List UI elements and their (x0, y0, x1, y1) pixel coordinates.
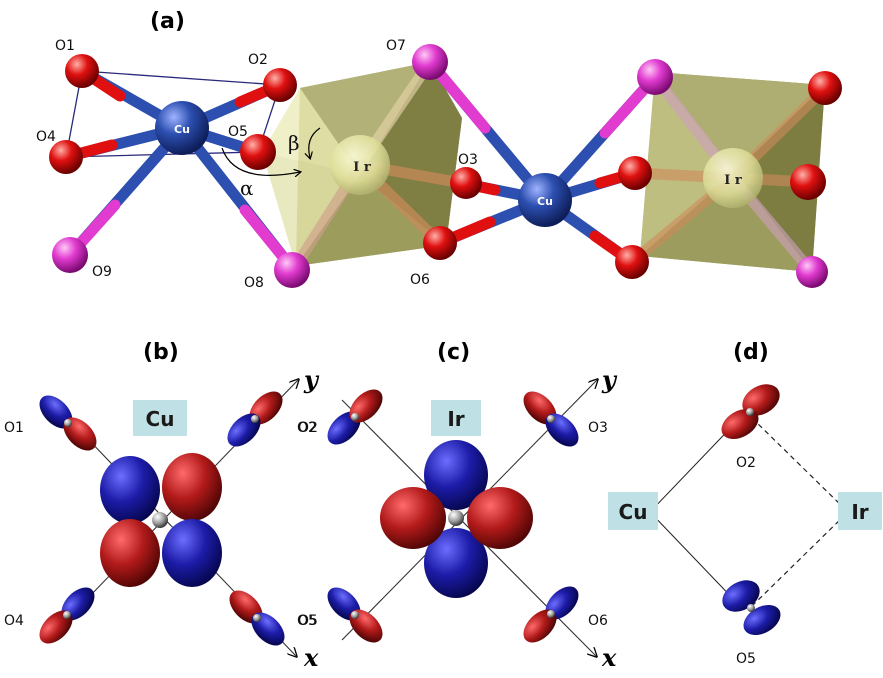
o2-orbital-d (721, 384, 780, 440)
ir-label-box (431, 400, 481, 436)
panel-d-title: (d) (733, 340, 769, 365)
label-o6-c: O6 (588, 613, 608, 629)
cu-center-atom (152, 512, 168, 528)
ir-label-c: Ir (447, 407, 464, 431)
ligand-o2-b (227, 391, 283, 447)
label-o3-c: O3 (588, 420, 608, 436)
cu-label-box (133, 400, 187, 436)
atom-o5 (240, 134, 276, 170)
label-o2-d: O2 (736, 455, 756, 471)
x-axis-label-c: x (601, 643, 617, 672)
beta-label: β (288, 131, 300, 155)
bond-ir-o2-dashed (751, 417, 849, 513)
atom-o3 (450, 167, 482, 199)
cu-label-d: Cu (619, 500, 648, 524)
atom-ir1 (330, 135, 390, 195)
atom-apical-right-top (637, 59, 673, 95)
label-o1-b: O1 (4, 420, 24, 436)
atom-o-right-2 (615, 245, 649, 279)
label-o2-c: O2 (297, 420, 317, 436)
cu1-label: Cu (174, 123, 190, 136)
atom-o9 (52, 237, 88, 273)
atom-o1 (65, 54, 99, 88)
apical-atoms (52, 44, 828, 288)
atom-cu2 (518, 173, 572, 227)
atom-ir2 (703, 148, 763, 208)
ligand-o5-c (327, 587, 383, 643)
panel-c: (c) y x Ir (297, 340, 618, 672)
atom-o2 (263, 68, 297, 102)
ligand-o2-c (327, 389, 383, 445)
alpha-angle-arrow (221, 147, 300, 175)
panel-b-title: (b) (143, 340, 179, 365)
beta-angle-arrow (309, 127, 321, 158)
atom-cu1 (155, 101, 209, 155)
panel-a: (a) (36, 9, 842, 291)
o5-orbital-d (722, 580, 781, 636)
label-o3: O3 (458, 152, 478, 168)
ir-atoms (330, 135, 763, 208)
ir-octahedron-1 (262, 62, 462, 266)
lobe-red-right (467, 487, 533, 549)
alpha-label: α (240, 176, 254, 200)
ir-center-atom (448, 510, 464, 526)
cu-label-box-d (608, 492, 658, 530)
atom-o8 (274, 252, 310, 288)
central-lobe-red-left (100, 519, 160, 587)
cu2-label: Cu (537, 195, 553, 208)
y-axis-label-c: y (601, 365, 618, 394)
panel-d: (d) Cu Ir O2 O5 (608, 340, 882, 667)
ligand-o4-b (39, 587, 95, 644)
ligand-o3-c (523, 391, 579, 447)
label-o6: O6 (410, 272, 430, 288)
panel-a-title: (a) (150, 9, 185, 34)
label-o4-b: O4 (4, 613, 24, 629)
atom-o7 (412, 44, 448, 80)
label-o9: O9 (92, 264, 112, 280)
atom-o-right-1 (618, 156, 652, 190)
label-o7: O7 (386, 38, 406, 54)
ligand-o6-c (523, 586, 579, 643)
ir2-label: I r (724, 173, 742, 188)
bond-cu-o5 (649, 511, 741, 607)
atom-apical-right-bottom (796, 256, 828, 288)
cu-label-b: Cu (146, 407, 175, 431)
label-o5-c: O5 (297, 613, 317, 629)
label-o2-b: O2 (298, 420, 318, 436)
atom-o-right-3 (808, 71, 842, 105)
atom-o4 (49, 140, 83, 174)
bond-ir-o5-dashed (751, 511, 849, 607)
ir-label-d: Ir (851, 500, 868, 524)
central-lobe-blue-right (162, 519, 222, 587)
label-o4: O4 (36, 129, 56, 145)
label-o5-d: O5 (736, 651, 756, 667)
label-o8: O8 (244, 275, 264, 291)
ligand-o5-b (229, 590, 285, 646)
lobe-blue-top (424, 440, 488, 510)
atom-o-right-4 (790, 164, 826, 200)
ligand-o1-b (39, 395, 97, 451)
lobe-red-left (380, 487, 446, 549)
x-axis-label-b: x (303, 643, 319, 672)
ir1-label: I r (353, 160, 371, 175)
oxygen-atoms (49, 54, 842, 279)
y-axis-label-b: y (303, 365, 320, 394)
cu-atoms (155, 101, 572, 227)
label-o5: O5 (228, 124, 248, 140)
label-o5-b: O5 (298, 613, 318, 629)
atom-o6 (423, 226, 457, 260)
panel-b: (b) y x (4, 340, 320, 672)
central-lobe-red-right (162, 453, 222, 521)
ir-label-box-d (838, 492, 882, 530)
central-lobe-blue-left (100, 456, 160, 524)
panel-c-title: (c) (437, 340, 470, 365)
label-o2: O2 (248, 52, 268, 68)
lobe-blue-bottom (424, 528, 488, 598)
label-o1: O1 (55, 38, 75, 54)
